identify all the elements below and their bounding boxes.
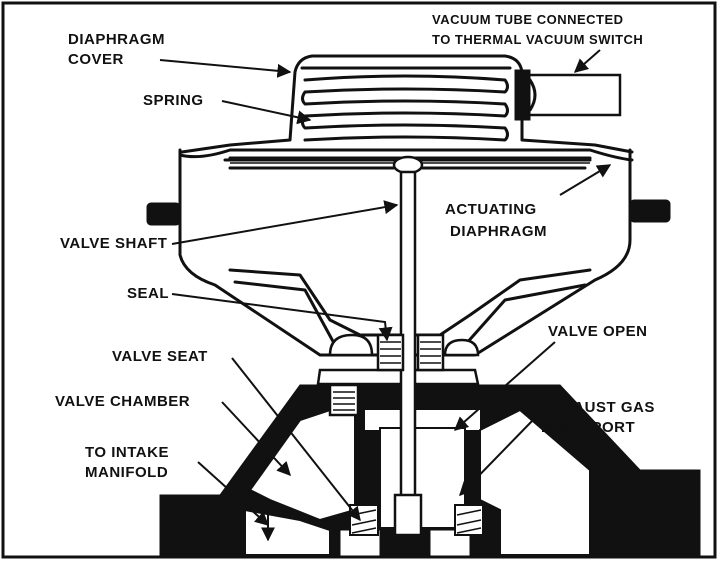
label-actuating-diaphragm-1: ACTUATING bbox=[445, 201, 537, 218]
spring bbox=[300, 66, 512, 142]
label-actuating-diaphragm-2: DIAPHRAGM bbox=[450, 223, 547, 240]
label-exhaust-gas-2: INLET PORT bbox=[541, 419, 635, 436]
label-spring: SPRING bbox=[143, 92, 204, 109]
label-to-intake-2: MANIFOLD bbox=[85, 464, 168, 481]
label-valve-chamber: VALVE CHAMBER bbox=[55, 393, 190, 410]
shaft-seal bbox=[328, 333, 480, 372]
label-vacuum-tube-1: VACUUM TUBE CONNECTED bbox=[432, 12, 624, 27]
label-to-intake-1: TO INTAKE bbox=[85, 444, 169, 461]
valve-shaft bbox=[393, 170, 423, 537]
actuating-diaphragm bbox=[223, 155, 592, 175]
label-diaphragm-cover-2: COVER bbox=[68, 51, 124, 68]
label-valve-seat: VALVE SEAT bbox=[112, 348, 208, 365]
valve-body-casting bbox=[159, 384, 701, 556]
diaphragm-cover bbox=[178, 54, 634, 164]
label-vacuum-tube-2: TO THERMAL VACUUM SWITCH bbox=[432, 32, 643, 47]
label-exhaust-gas-1: EXHAUST GAS bbox=[541, 399, 655, 416]
label-valve-open: VALVE OPEN bbox=[548, 323, 647, 340]
labels: DIAPHRAGM COVER VACUUM TUBE CONNECTED TO… bbox=[55, 12, 655, 526]
label-seal: SEAL bbox=[127, 285, 169, 302]
label-diaphragm-cover-1: DIAPHRAGM bbox=[68, 31, 165, 48]
label-valve-shaft: VALVE SHAFT bbox=[60, 235, 167, 252]
